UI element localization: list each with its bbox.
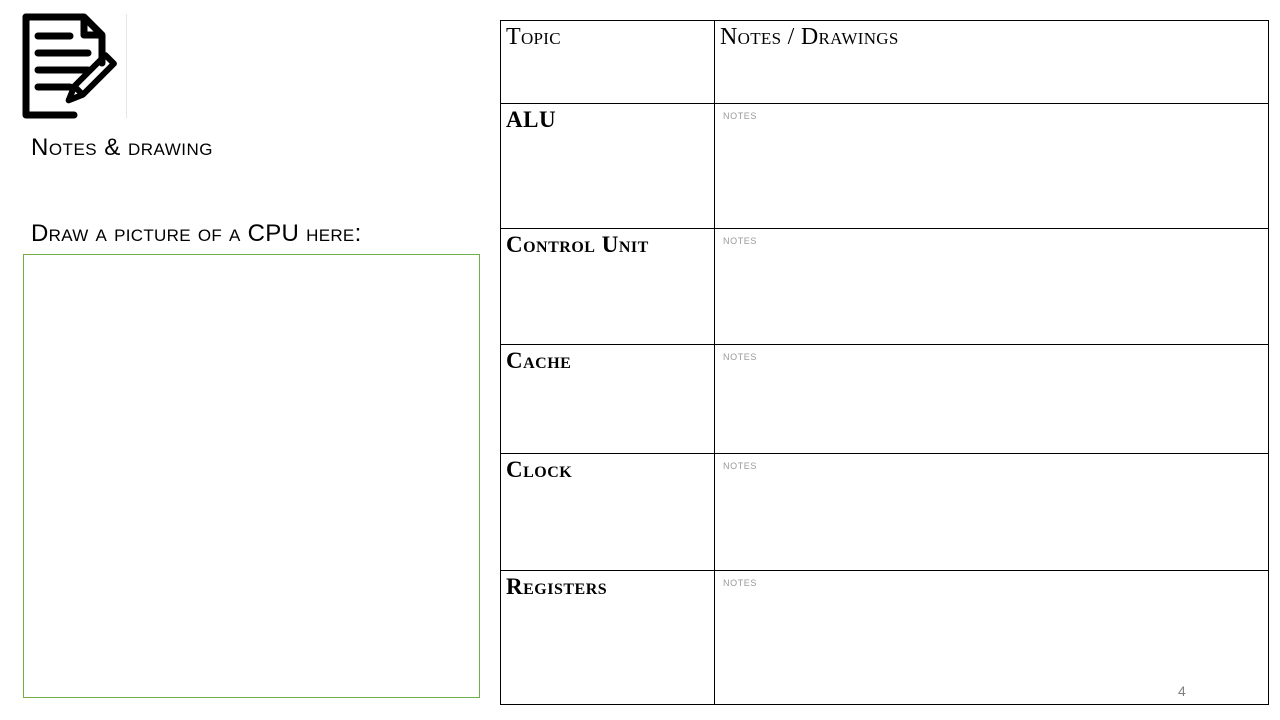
table-row: Registers notes <box>500 570 1269 705</box>
notes-placeholder: notes <box>723 457 758 472</box>
icon-divider <box>126 14 127 118</box>
drawing-area[interactable] <box>23 254 480 698</box>
page-subtitle: Notes & drawing <box>31 134 213 161</box>
notes-cell[interactable]: notes <box>714 103 1269 229</box>
page-number: 4 <box>1178 683 1186 699</box>
topic-cell: Clock <box>500 453 715 571</box>
notes-placeholder: notes <box>723 574 758 589</box>
notes-cell[interactable]: notes <box>714 344 1269 454</box>
topic-cell: Registers <box>500 570 715 705</box>
topic-cell: Control Unit <box>500 228 715 345</box>
draw-prompt: Draw a picture of a CPU here: <box>31 220 362 247</box>
topic-label: Clock <box>506 457 573 482</box>
topic-label: ALU <box>506 107 557 132</box>
header-topic-label: Topic <box>506 24 561 50</box>
notes-cell[interactable]: notes <box>714 570 1269 705</box>
topic-label: Control Unit <box>506 232 649 257</box>
header-notes-label: Notes / Drawings <box>720 24 899 50</box>
table-row: ALU notes <box>500 103 1269 229</box>
notes-placeholder: notes <box>723 348 758 363</box>
notes-cell[interactable]: notes <box>714 228 1269 345</box>
notes-cell[interactable]: notes <box>714 453 1269 571</box>
topic-label: Registers <box>506 574 608 599</box>
header-notes: Notes / Drawings <box>714 20 1269 104</box>
table-row: Control Unit notes <box>500 228 1269 345</box>
table-header-row: Topic Notes / Drawings <box>500 20 1269 104</box>
notes-table: Topic Notes / Drawings ALU notes Control… <box>500 20 1269 705</box>
notes-placeholder: notes <box>723 107 758 122</box>
table-row: Cache notes <box>500 344 1269 454</box>
header-topic: Topic <box>500 20 715 104</box>
topic-cell: ALU <box>500 103 715 229</box>
topic-cell: Cache <box>500 344 715 454</box>
topic-label: Cache <box>506 348 572 373</box>
notes-placeholder: notes <box>723 232 758 247</box>
document-edit-icon <box>18 13 128 121</box>
table-row: Clock notes <box>500 453 1269 571</box>
